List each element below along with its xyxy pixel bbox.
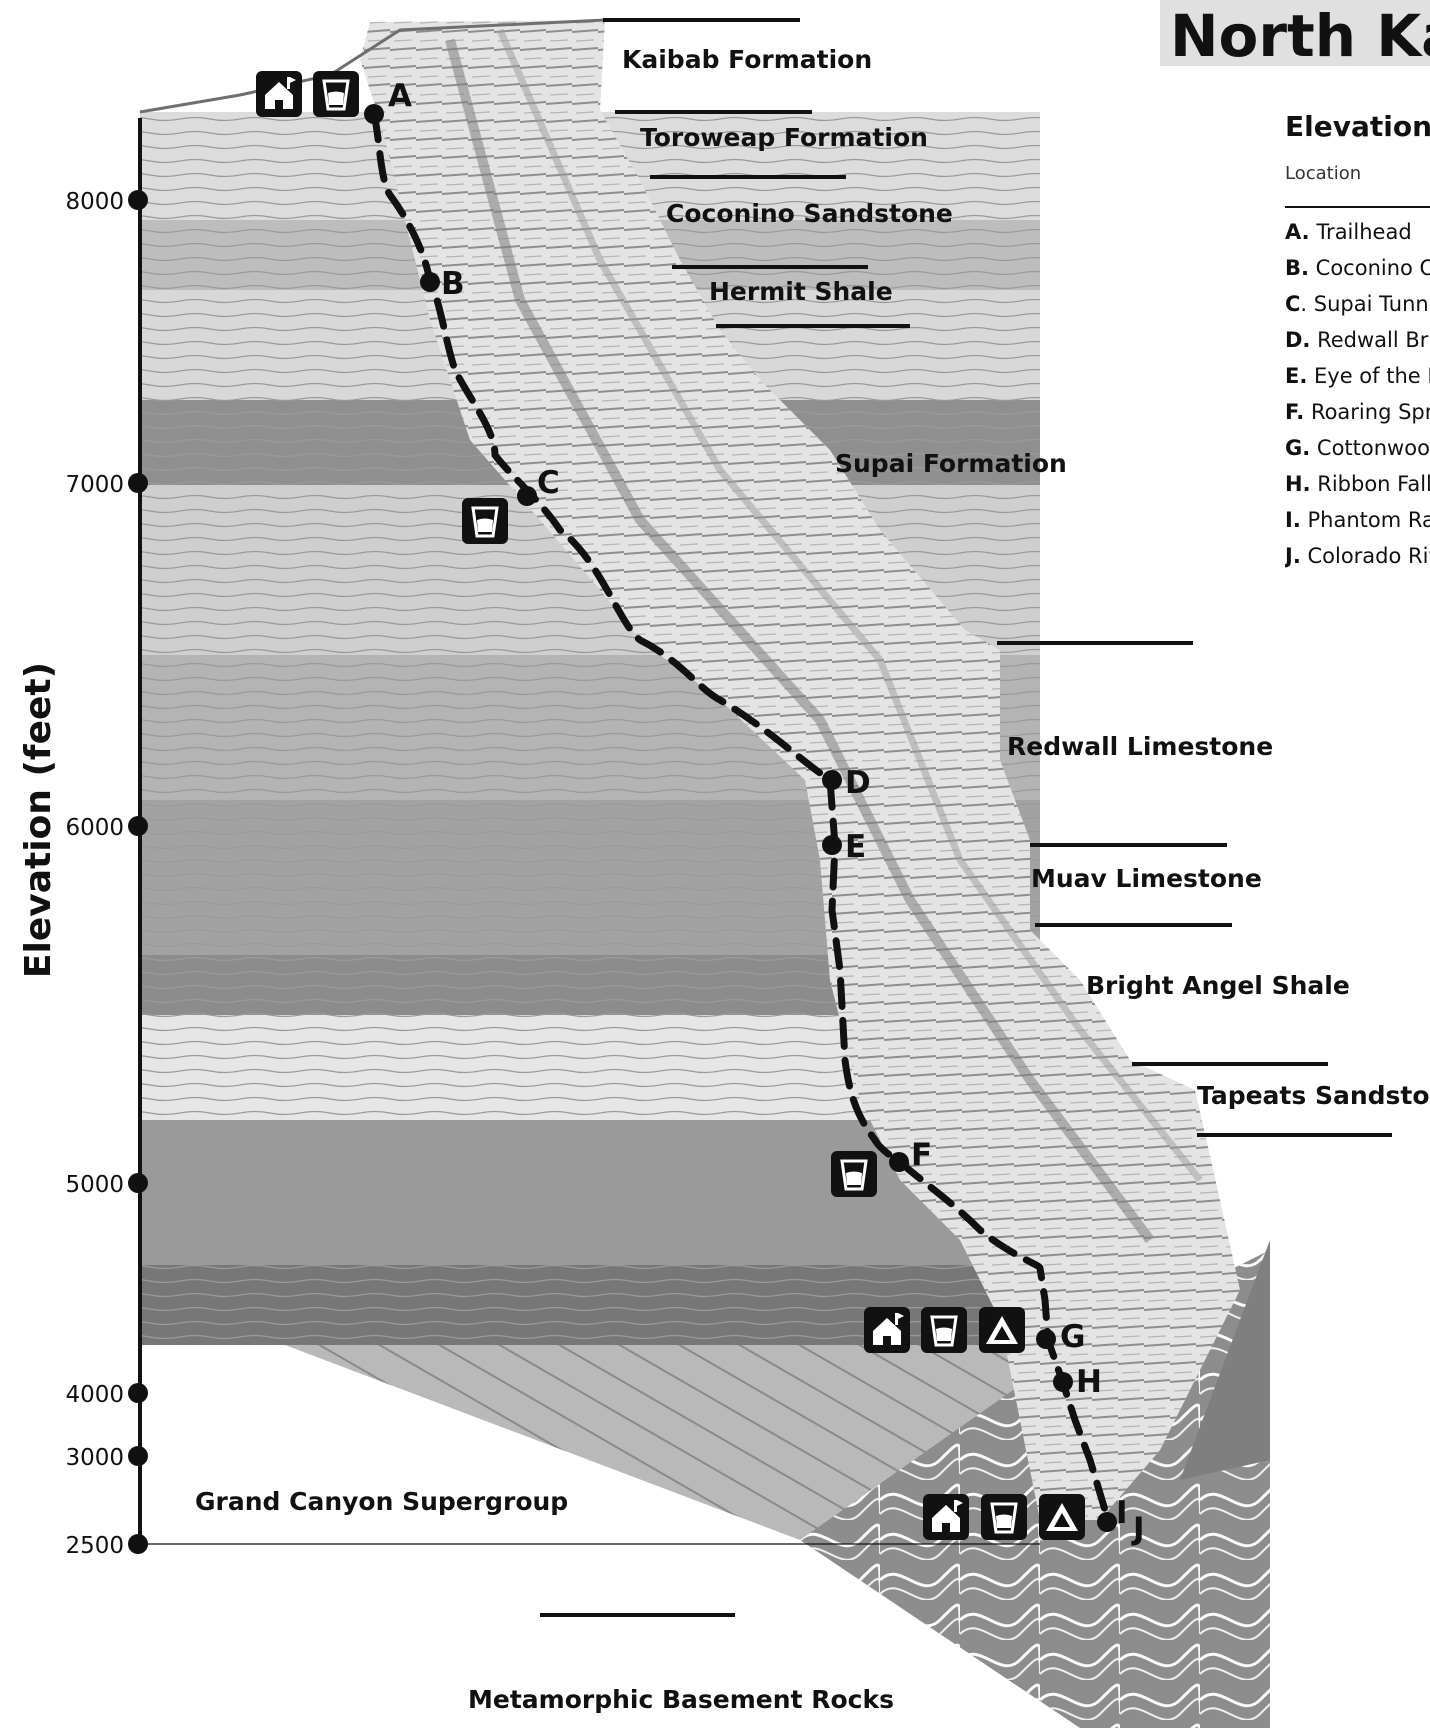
axis-tick-2500: 2500 xyxy=(65,1533,124,1559)
label-toroweap-formation: Toroweap Formation xyxy=(640,123,928,152)
label-kaibab-formation: Kaibab Formation xyxy=(622,45,872,74)
trail-point-label-a: A xyxy=(388,78,412,114)
axis-tick-6000: 6000 xyxy=(65,815,124,841)
trail-point-i xyxy=(1097,1512,1117,1532)
list-item: G. Cottonwood xyxy=(1285,430,1430,466)
list-item: A. Trailhead xyxy=(1285,214,1430,250)
label-redwall-limestone: Redwall Limestone xyxy=(1007,732,1273,761)
trail-point-label-h: H xyxy=(1076,1364,1102,1400)
list-item: D. Redwall Brid xyxy=(1285,322,1430,358)
water-icon xyxy=(831,1151,877,1197)
elevations-heading: Elevations xyxy=(1285,110,1430,143)
trail-point-h xyxy=(1053,1372,1073,1392)
axis-tick-3000: 3000 xyxy=(65,1445,124,1471)
list-item: J. Colorado Riv xyxy=(1285,538,1430,574)
trail-point-label-g: G xyxy=(1060,1319,1085,1355)
trail-point-label-d: D xyxy=(845,765,871,801)
location-list: A. Trailhead B. Coconino Ov C. Supai Tun… xyxy=(1285,214,1430,574)
list-item: I. Phantom Ran xyxy=(1285,502,1430,538)
page-title-bar: North Ka xyxy=(1160,0,1430,66)
water-icon xyxy=(313,71,359,117)
location-column-header: Location xyxy=(1285,163,1430,184)
label-tapeats-sandstone: Tapeats Sandstone xyxy=(1197,1081,1430,1110)
trail-point-label-c: C xyxy=(537,465,560,501)
water-icon xyxy=(981,1494,1027,1540)
axis-tick-8000: 8000 xyxy=(65,189,124,215)
label-supai-formation: Supai Formation xyxy=(835,449,1067,478)
list-item: E. Eye of the N xyxy=(1285,358,1430,394)
water-icon xyxy=(921,1307,967,1353)
list-item: H. Ribbon Falls xyxy=(1285,466,1430,502)
trail-point-label-b: B xyxy=(441,266,465,302)
label-grand-canyon-supergroup: Grand Canyon Supergroup xyxy=(195,1487,568,1516)
trail-point-f xyxy=(889,1152,909,1172)
campground-icon xyxy=(979,1307,1025,1353)
label-bright-angel-shale: Bright Angel Shale xyxy=(1086,971,1350,1000)
trail-point-b xyxy=(420,272,440,292)
label-coconino-sandstone: Coconino Sandstone xyxy=(666,199,953,228)
campground-icon xyxy=(1039,1494,1085,1540)
ranger-station-icon xyxy=(923,1494,969,1540)
label-muav-limestone: Muav Limestone xyxy=(1031,864,1262,893)
axis-label-elevation: Elevation (feet) xyxy=(18,662,59,978)
list-item: C. Supai Tunne xyxy=(1285,286,1430,322)
trail-point-label-i: I xyxy=(1116,1495,1128,1531)
page-title: North Ka xyxy=(1170,2,1430,66)
trail-point-a xyxy=(364,104,384,124)
trail-point-d xyxy=(822,770,842,790)
panel-divider xyxy=(1285,206,1430,208)
elevation-axis: 8000 7000 6000 5000 4000 3000 2500 Eleva… xyxy=(18,118,148,1559)
list-item: B. Coconino Ov xyxy=(1285,250,1430,286)
list-item: F. Roaring Sprin xyxy=(1285,394,1430,430)
elevations-panel: Elevations Location A. Trailhead B. Coco… xyxy=(1285,110,1430,574)
ranger-station-icon xyxy=(864,1307,910,1353)
trail-point-g xyxy=(1036,1329,1056,1349)
axis-tick-7000: 7000 xyxy=(65,472,124,498)
water-icon xyxy=(462,498,508,544)
trail-point-label-e: E xyxy=(845,829,866,865)
label-metamorphic-basement-rocks: Metamorphic Basement Rocks xyxy=(468,1685,894,1714)
label-hermit-shale: Hermit Shale xyxy=(709,277,893,306)
trail-point-label-f: F xyxy=(911,1137,932,1173)
trail-point-label-j: J xyxy=(1131,1511,1145,1547)
axis-tick-4000: 4000 xyxy=(65,1382,124,1408)
axis-tick-5000: 5000 xyxy=(65,1172,124,1198)
ranger-station-icon xyxy=(256,71,302,117)
trail-point-e xyxy=(822,835,842,855)
trail-point-c xyxy=(517,486,537,506)
